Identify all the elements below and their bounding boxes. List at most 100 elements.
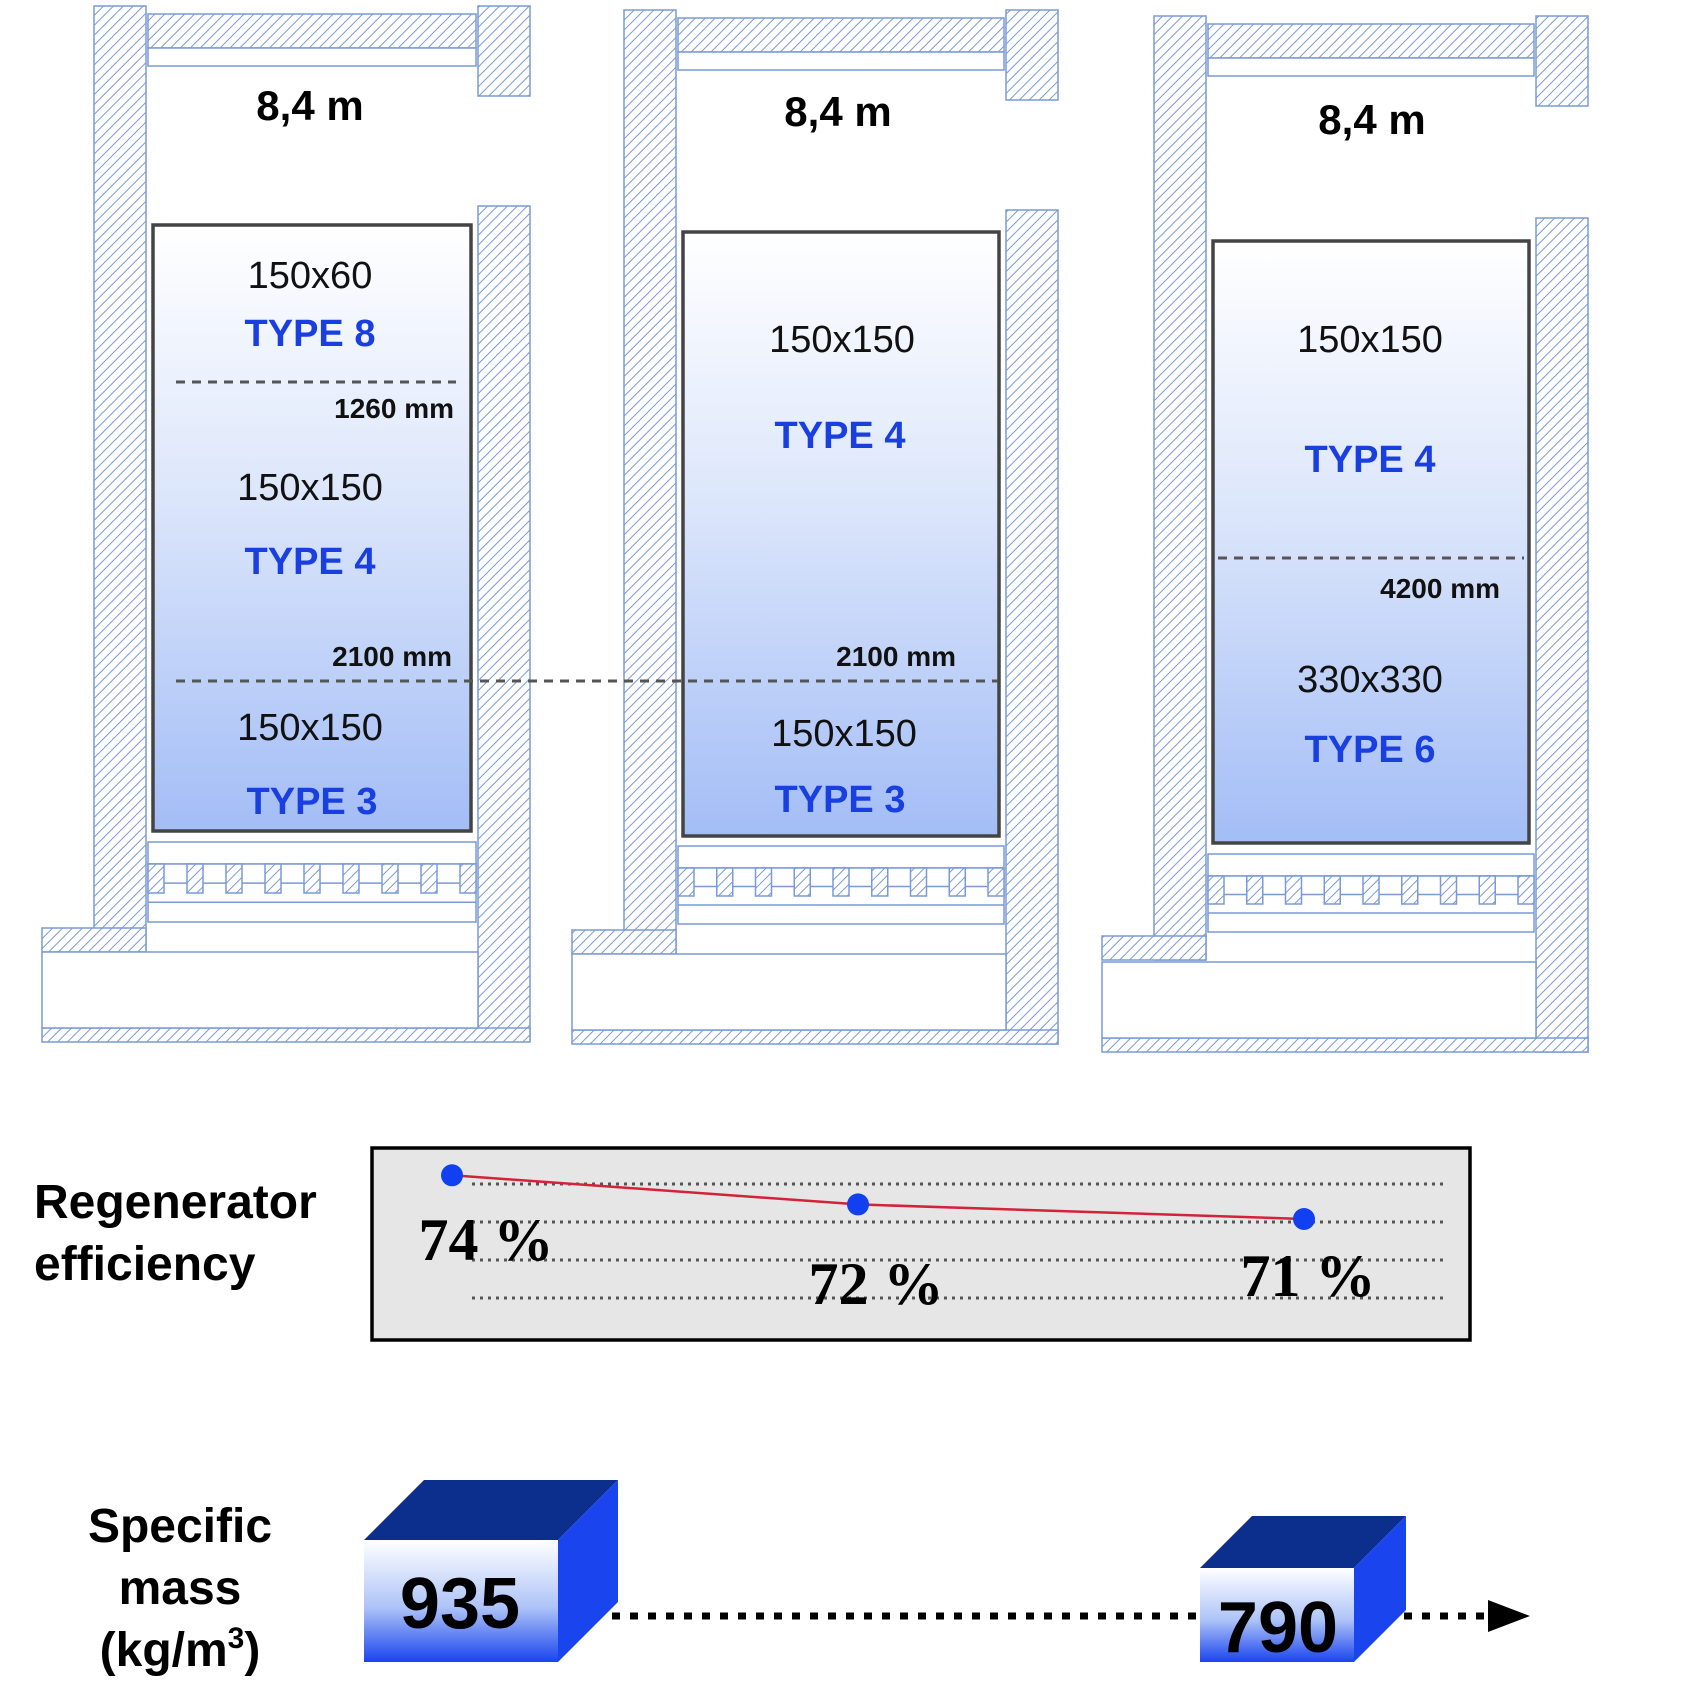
grate-pillar [225, 863, 243, 894]
checker-packing [681, 230, 1001, 838]
height-label: 8,4 m [784, 88, 891, 135]
grate-pillar [716, 867, 734, 897]
grate-supports [1207, 875, 1535, 933]
arrow-head-icon [1488, 1600, 1530, 1632]
zone-size: 150x150 [237, 707, 383, 749]
efficiency-chart-frame [370, 1146, 1472, 1342]
bottom-chamber [571, 953, 1007, 1031]
top-slab [1207, 23, 1535, 59]
top-slab [147, 13, 477, 49]
cube-side [1354, 1516, 1406, 1662]
right-wall-upper [477, 5, 531, 97]
zone-type: TYPE 4 [245, 541, 376, 583]
base-step-left [571, 929, 677, 955]
grate-pillar [832, 867, 850, 897]
regenerator-3-labels: 8,4 m 150x150 TYPE 4 4200 mm 330x330 TYP… [1297, 96, 1500, 771]
grate-pillar [1246, 875, 1264, 905]
grate-pillar [1439, 875, 1458, 905]
mass-cube-2: 790 [1200, 1516, 1406, 1668]
height-label: 8,4 m [256, 82, 363, 129]
efficiency-markers [441, 1164, 1315, 1230]
grate-pillar [1207, 875, 1225, 905]
base-step-left [41, 927, 147, 953]
regenerator-1 [41, 5, 531, 1043]
base-floor [571, 1029, 1059, 1045]
cube-top [364, 1480, 618, 1540]
grate-pillar [459, 863, 477, 894]
top-slab [677, 17, 1005, 53]
efficiency-point-3 [1293, 1207, 1315, 1230]
mass-cube-1: 935 [364, 1480, 618, 1662]
mass-label-line3: (kg/m3) [100, 1622, 261, 1677]
height-label: 8,4 m [1318, 96, 1425, 143]
grate-supports [147, 863, 477, 923]
zone-type: TYPE 4 [775, 415, 906, 457]
efficiency-value-3: 71 % [1241, 1243, 1376, 1309]
efficiency-value-1: 74 % [419, 1207, 554, 1273]
specific-mass-section: Specific mass (kg/m3) 935 790 [88, 1480, 1530, 1677]
zone-size: 150x150 [769, 319, 915, 361]
cube-side [558, 1480, 618, 1662]
left-wall [93, 5, 147, 951]
grate-pillar [1284, 875, 1303, 905]
grate-pillar [793, 867, 811, 897]
left-wall [623, 9, 677, 955]
bottom-chamber [41, 951, 479, 1029]
right-wall-lower [1005, 209, 1059, 1045]
grate-pillar [909, 867, 928, 897]
regenerator-2-labels: 8,4 m 150x150 TYPE 4 2100 mm 150x150 TYP… [769, 88, 956, 821]
grate-slab [147, 841, 477, 865]
grate-pillar [1401, 875, 1419, 905]
grate-pillar [677, 867, 695, 897]
cube-front [1200, 1568, 1354, 1662]
mass-value-1: 935 [400, 1564, 520, 1644]
mass-unit: (kg/m [100, 1624, 228, 1677]
grate-supports [677, 867, 1005, 925]
grate-pillar [948, 867, 966, 897]
zone-size: 330x330 [1297, 659, 1443, 701]
mass-value-2: 790 [1218, 1588, 1338, 1668]
mass-label-line1: Specific [88, 1500, 272, 1553]
efficiency-label-line2: efficiency [34, 1238, 256, 1291]
zone-type: TYPE 3 [247, 781, 378, 823]
top-slab-inner [1207, 57, 1535, 77]
base-floor [1101, 1037, 1589, 1053]
base-step-left [1101, 935, 1207, 961]
checker-packing [151, 223, 473, 833]
efficiency-gridlines [472, 1182, 1446, 1300]
grate-pillar [147, 863, 165, 894]
grate-pillar [1323, 875, 1341, 905]
cube-front [364, 1540, 558, 1662]
grate-pillar [1478, 875, 1496, 905]
zone-type: TYPE 3 [775, 779, 906, 821]
regenerator-3 [1101, 15, 1589, 1053]
boundary-label: 4200 mm [1380, 573, 1500, 604]
grate-slab [1207, 853, 1535, 877]
grate-pillar [1362, 875, 1380, 905]
boundary-label: 2100 mm [332, 641, 452, 672]
zone-size: 150x150 [771, 713, 917, 755]
grate-slab [677, 845, 1005, 869]
mass-unit-close: ) [244, 1624, 260, 1677]
zone-size: 150x60 [248, 255, 373, 297]
bottom-chamber [1101, 961, 1537, 1039]
top-slab-inner [147, 47, 477, 67]
grate-pillar [264, 863, 282, 894]
grate-pillar [987, 867, 1005, 897]
grate-pillar [381, 863, 399, 894]
grate-pillar [871, 867, 889, 897]
boundary-label: 1260 mm [334, 393, 454, 424]
zone-type: TYPE 4 [1305, 439, 1436, 481]
mass-label-line2: mass [119, 1562, 242, 1615]
grate-pillar [186, 863, 204, 894]
cube-top [1200, 1516, 1406, 1568]
right-wall-lower [1535, 217, 1589, 1053]
mass-unit-superscript: 3 [228, 1622, 245, 1655]
efficiency-point-1 [441, 1164, 463, 1187]
regenerator-1-labels: 8,4 m 150x60 TYPE 8 1260 mm 150x150 TYPE… [237, 82, 454, 823]
right-wall-upper [1005, 9, 1059, 101]
efficiency-value-2: 72 % [809, 1251, 944, 1317]
efficiency-label-line1: Regenerator [34, 1176, 317, 1229]
zone-size: 150x150 [1297, 319, 1443, 361]
zone-type: TYPE 6 [1305, 729, 1436, 771]
